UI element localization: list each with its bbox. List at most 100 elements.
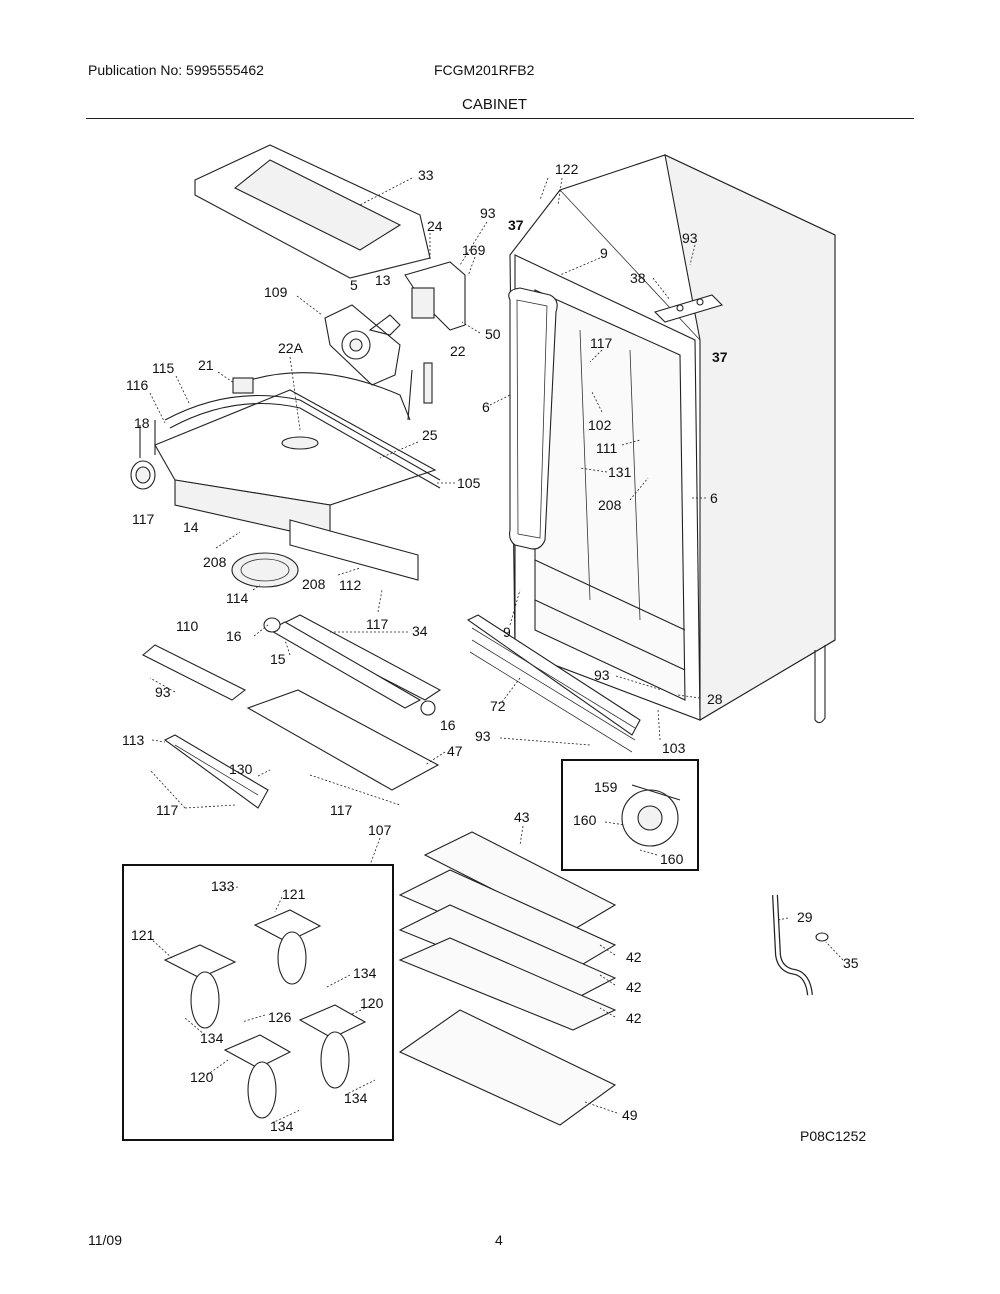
page-title: CABINET (462, 96, 528, 113)
callout-9: 9 (503, 624, 511, 640)
callout-29: 29 (797, 909, 813, 925)
motor-inset (561, 759, 699, 871)
callout-24: 24 (427, 218, 443, 234)
callout-134: 134 (353, 965, 377, 981)
callout-14: 14 (183, 519, 199, 535)
callout-37: 37 (712, 349, 728, 365)
callout-16: 16 (440, 717, 456, 733)
callout-134: 134 (344, 1090, 368, 1106)
callout-22a: 22A (278, 340, 304, 356)
caster-inset (122, 864, 394, 1141)
callout-134: 134 (270, 1118, 294, 1134)
callout-102: 102 (588, 417, 612, 433)
callout-103: 103 (662, 740, 686, 756)
callout-6: 6 (482, 399, 490, 415)
footer-page-number: 4 (495, 1232, 503, 1248)
callout-43: 43 (514, 809, 530, 825)
callout-126: 126 (268, 1009, 292, 1025)
callout-120: 120 (190, 1069, 214, 1085)
light-tube (263, 614, 442, 716)
callout-117: 117 (366, 616, 389, 632)
callout-159: 159 (594, 779, 618, 795)
callout-21: 21 (198, 357, 214, 373)
callout-105: 105 (457, 475, 481, 491)
bracket (163, 734, 269, 809)
callout-72: 72 (490, 698, 506, 714)
callout-121: 121 (131, 927, 155, 943)
drain-tube (772, 894, 829, 996)
callout-110: 110 (176, 618, 199, 634)
callout-117: 117 (330, 802, 353, 818)
callout-22: 22 (450, 343, 466, 359)
lamp-cover (142, 644, 247, 701)
callout-208: 208 (302, 576, 326, 592)
callout-labels: 33 122 24 93 37 169 9 93 5 13 109 38 50 … (122, 161, 866, 1144)
callout-160: 160 (573, 812, 597, 828)
callout-131: 131 (608, 464, 632, 480)
hinge-plate (653, 294, 724, 323)
kick-plate (466, 614, 641, 753)
callout-93: 93 (480, 205, 496, 221)
callout-25: 25 (422, 427, 438, 443)
callout-117: 117 (590, 335, 613, 351)
model-number: FCGM201RFB2 (434, 62, 535, 78)
callout-49: 49 (622, 1107, 638, 1123)
callout-133: 133 (211, 878, 235, 894)
footer-date: 11/09 (88, 1232, 122, 1248)
door-gasket (508, 287, 558, 550)
callout-109: 109 (264, 284, 288, 300)
figure-code: P08C1252 (800, 1128, 866, 1144)
callout-50: 50 (485, 326, 501, 342)
callout-28: 28 (707, 691, 723, 707)
top-cover (194, 144, 431, 279)
callout-169: 169 (462, 242, 486, 258)
callout-42: 42 (626, 1010, 642, 1026)
callout-114: 114 (226, 590, 249, 606)
callout-16: 16 (226, 628, 242, 644)
callout-5: 5 (350, 277, 358, 293)
callout-9: 9 (600, 245, 608, 261)
callout-121: 121 (282, 886, 306, 902)
callout-38: 38 (630, 270, 646, 286)
wire-shelves (398, 831, 617, 1126)
callout-134: 134 (200, 1030, 224, 1046)
header-rule (86, 118, 914, 119)
callout-116: 116 (126, 377, 149, 393)
callout-122: 122 (555, 161, 579, 177)
callout-93: 93 (155, 684, 171, 700)
cabinet-body (509, 154, 836, 724)
lamp-socket (130, 420, 156, 490)
callout-13: 13 (375, 272, 391, 288)
callout-42: 42 (626, 949, 642, 965)
leader-lines (149, 177, 844, 1124)
evaporator-fan-assembly (324, 261, 466, 386)
callout-33: 33 (418, 167, 434, 183)
callout-93: 93 (594, 667, 610, 683)
callout-115: 115 (152, 360, 175, 376)
callout-117: 117 (156, 802, 179, 818)
callout-6: 6 (710, 490, 718, 506)
callout-208: 208 (598, 497, 622, 513)
callout-15: 15 (270, 651, 286, 667)
callout-34: 34 (412, 623, 428, 639)
shelf-plate (246, 689, 440, 791)
publication-number: Publication No: 5995555462 (88, 62, 264, 78)
callout-117: 117 (132, 511, 155, 527)
callout-113: 113 (122, 732, 145, 748)
callout-160: 160 (660, 851, 684, 867)
callout-112: 112 (339, 577, 362, 593)
callout-42: 42 (626, 979, 642, 995)
callout-35: 35 (843, 955, 859, 971)
callout-18: 18 (134, 415, 150, 431)
evaporator-cover (154, 362, 441, 541)
rear-panel (231, 519, 419, 588)
callout-120: 120 (360, 995, 384, 1011)
callout-37: 37 (508, 217, 524, 233)
callout-130: 130 (229, 761, 253, 777)
callout-93: 93 (475, 728, 491, 744)
callout-208: 208 (203, 554, 227, 570)
callout-111: 111 (596, 440, 617, 456)
callout-93: 93 (682, 230, 698, 246)
callout-107: 107 (368, 822, 392, 838)
